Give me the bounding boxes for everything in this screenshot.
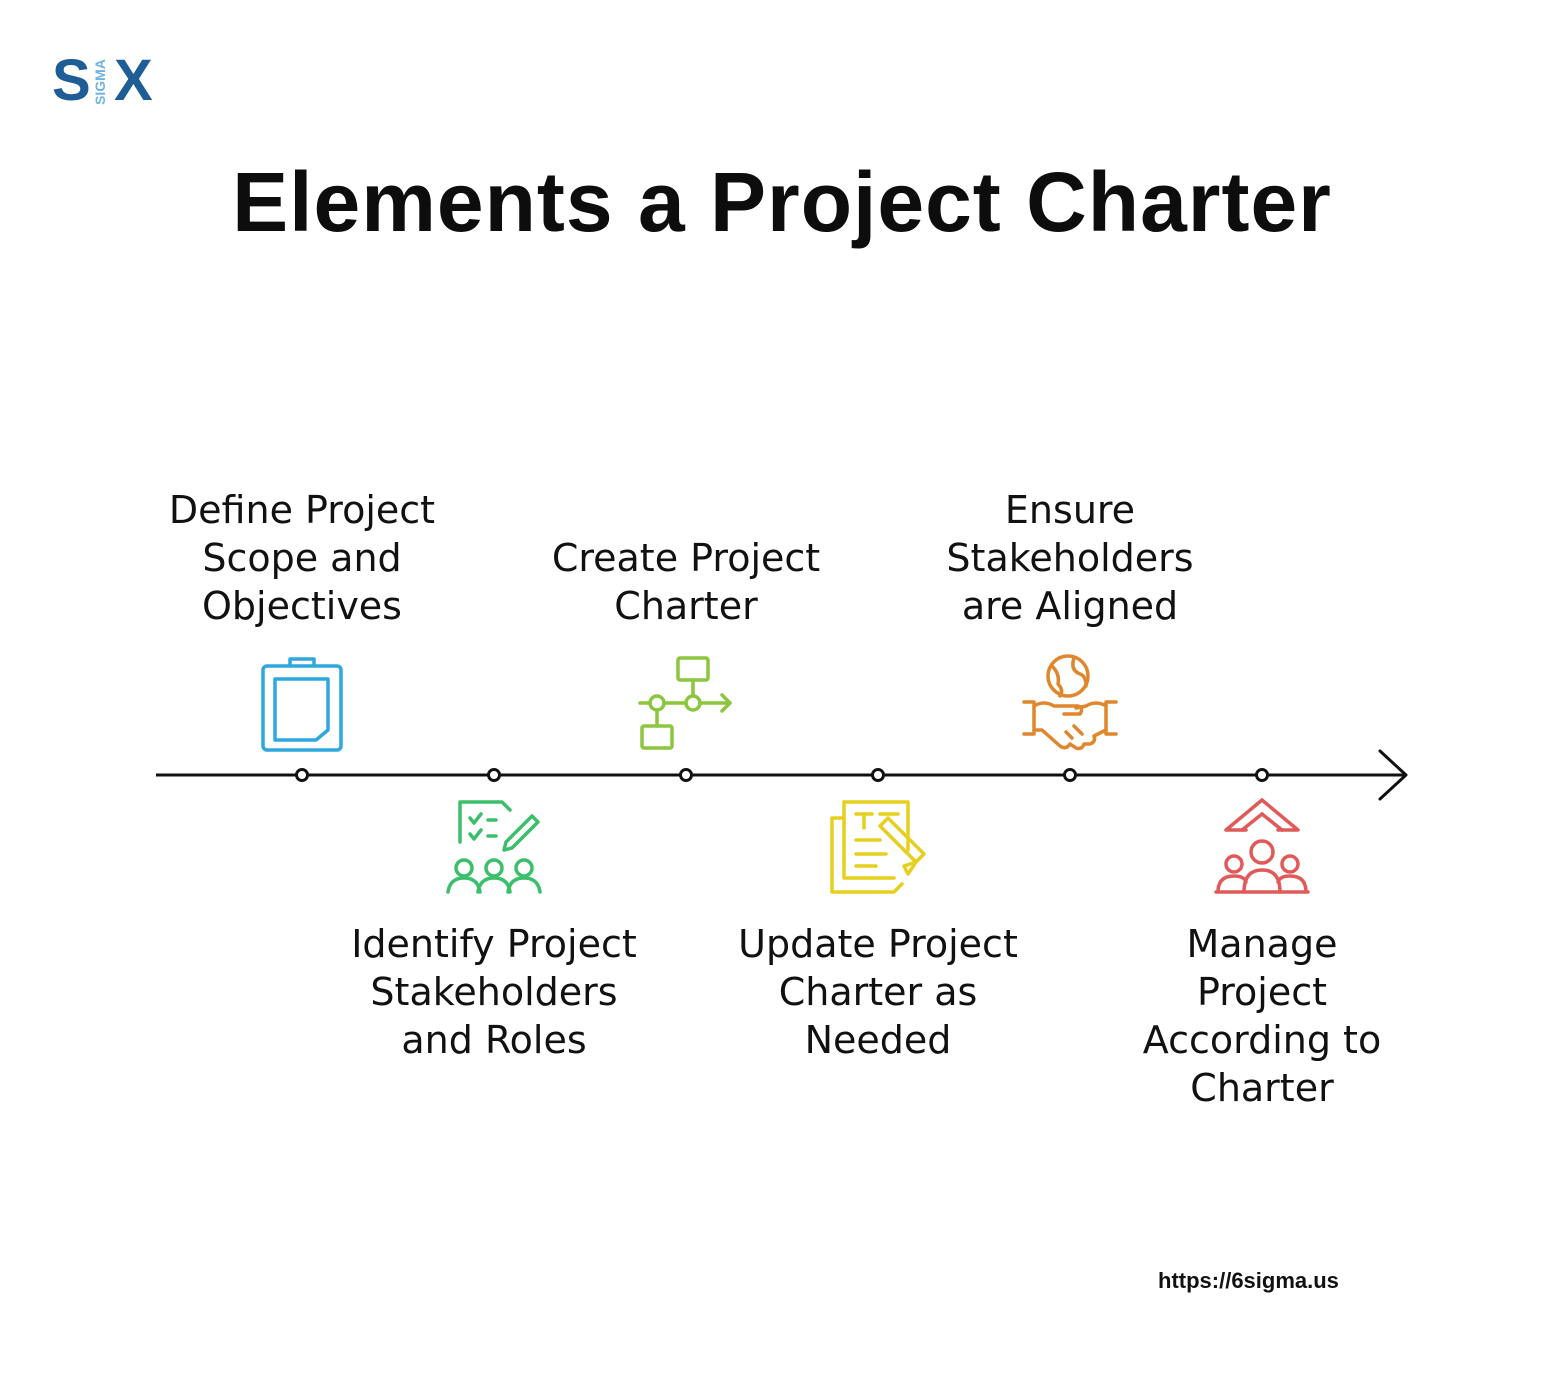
- step-label-line: Update Project: [738, 922, 1018, 966]
- step-label-line: Identify Project: [351, 922, 637, 966]
- step-label-line: According to: [1142, 1018, 1382, 1062]
- timeline-marker: [295, 768, 309, 782]
- step-label-line: Needed: [804, 1018, 952, 1062]
- step-label-line: Scope and: [202, 536, 402, 580]
- handshake-globe-icon: [1022, 654, 1118, 751]
- brand-logo: S SIGMA X: [52, 52, 172, 114]
- document-edit-icon: [830, 800, 926, 894]
- step-label-line: Charter: [1190, 1066, 1334, 1110]
- clipboard-icon: [261, 657, 343, 752]
- page-title: Elements a Project Charter: [232, 155, 1332, 249]
- step-label-line: Charter as: [778, 970, 978, 1014]
- timeline-marker: [679, 768, 693, 782]
- step-label-line: Define Project: [168, 488, 436, 532]
- timeline-marker: [871, 768, 885, 782]
- timeline-marker: [1255, 768, 1269, 782]
- step-label-line: Create Project: [551, 536, 821, 580]
- step-label-line: Ensure: [1004, 488, 1136, 532]
- timeline-marker: [1063, 768, 1077, 782]
- step-label-line: Objectives: [202, 584, 402, 628]
- step-label-line: Manage: [1186, 922, 1338, 966]
- step-label-line: and Roles: [401, 1018, 587, 1062]
- logo-letter-x: X: [114, 48, 153, 113]
- step-label-line: are Aligned: [961, 584, 1179, 628]
- timeline-marker: [487, 768, 501, 782]
- step-label-line: Stakeholders: [370, 970, 618, 1014]
- footer-url: https://6sigma.us: [1158, 1268, 1339, 1293]
- timeline-arrowhead: [1378, 749, 1408, 801]
- team-checklist-icon: [446, 800, 542, 894]
- flowchart-icon: [638, 656, 732, 750]
- logo-letter-s: S: [52, 48, 91, 113]
- step-label-line: Project: [1196, 970, 1327, 1014]
- team-growth-icon: [1214, 798, 1310, 894]
- step-label-line: Stakeholders: [946, 536, 1194, 580]
- step-label-line: Charter: [614, 584, 758, 628]
